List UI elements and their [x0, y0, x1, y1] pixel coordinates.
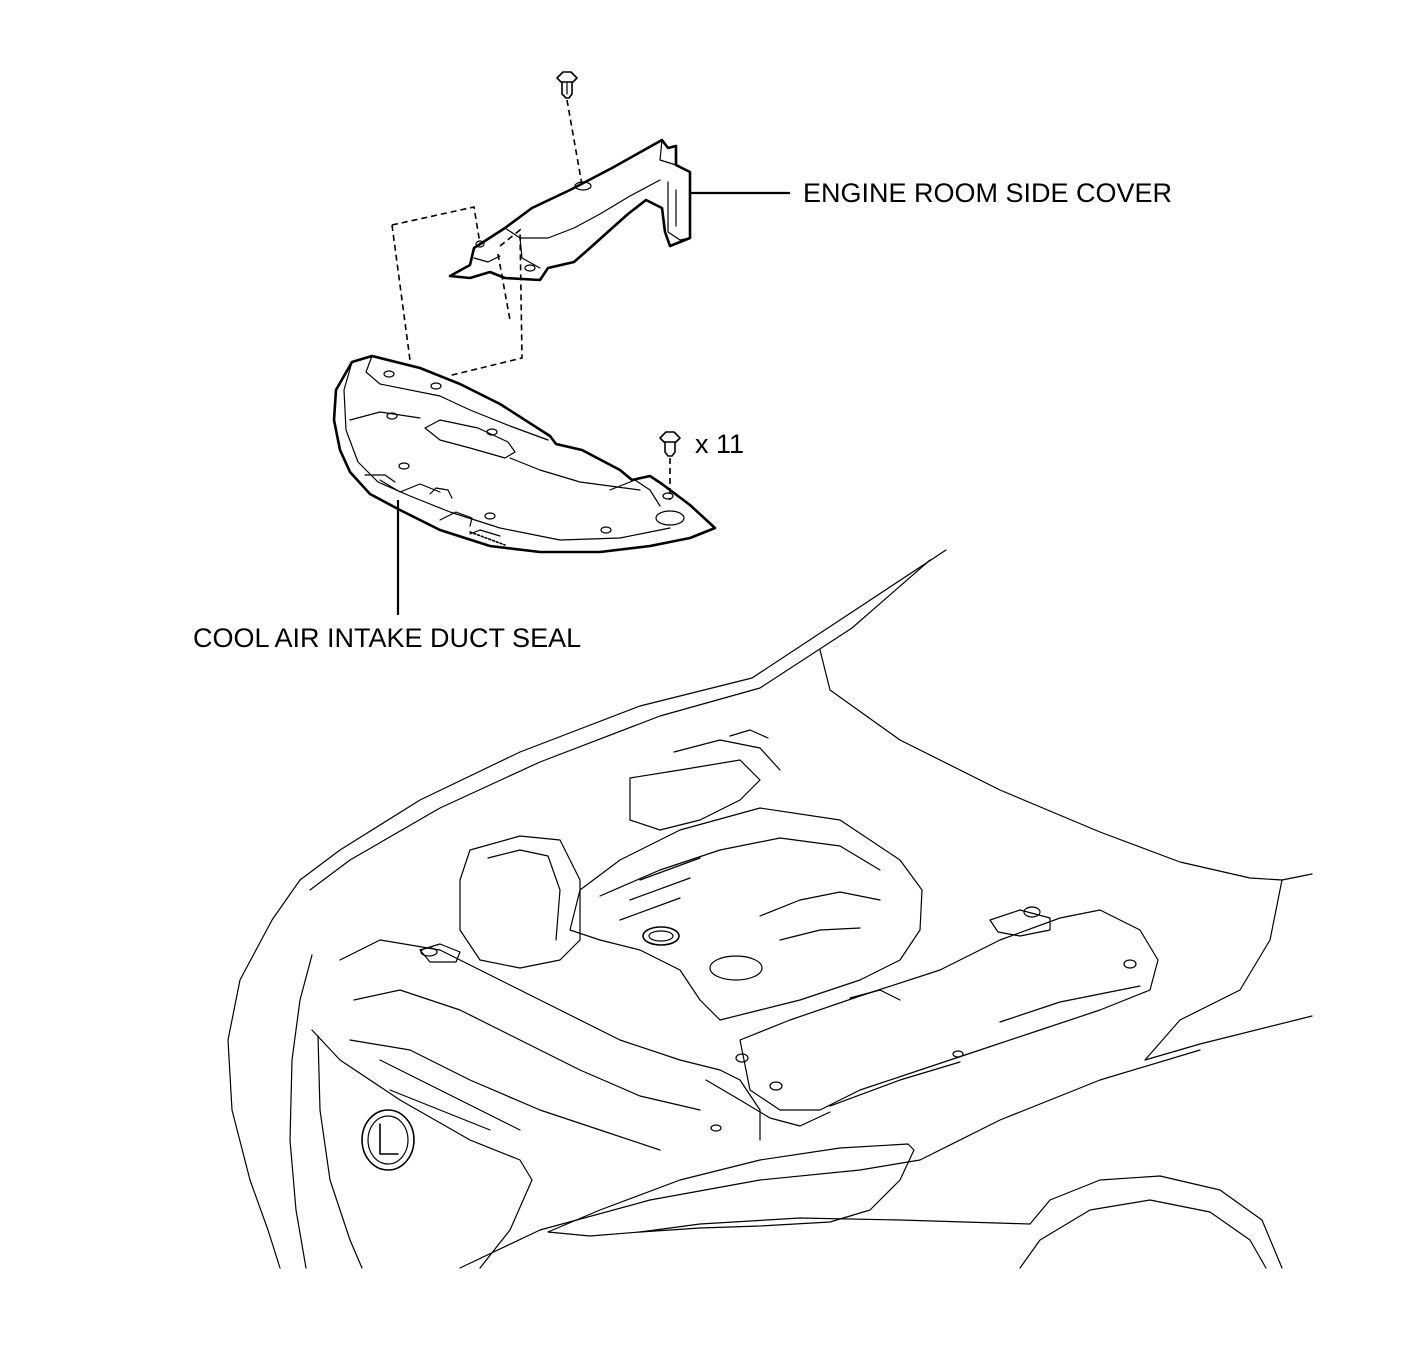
vehicle-front-engine-bay	[227, 549, 1313, 1269]
engine-room-side-cover	[448, 138, 692, 282]
engine-emblem-icon	[642, 926, 680, 946]
lexus-emblem-icon	[361, 1109, 415, 1171]
clip-icon	[659, 431, 681, 457]
cool-air-intake-duct-seal	[332, 354, 717, 554]
engine-room-side-cover-label: ENGINE ROOM SIDE COVER	[803, 178, 1173, 208]
alignment-guide-box	[391, 206, 523, 377]
top-clip-guide-line	[566, 99, 583, 186]
clip-quantity-label: x 11	[695, 429, 745, 459]
top-clip-icon	[556, 71, 578, 99]
cool-air-intake-duct-seal-label: COOL AIR INTAKE DUCT SEAL	[193, 623, 582, 653]
